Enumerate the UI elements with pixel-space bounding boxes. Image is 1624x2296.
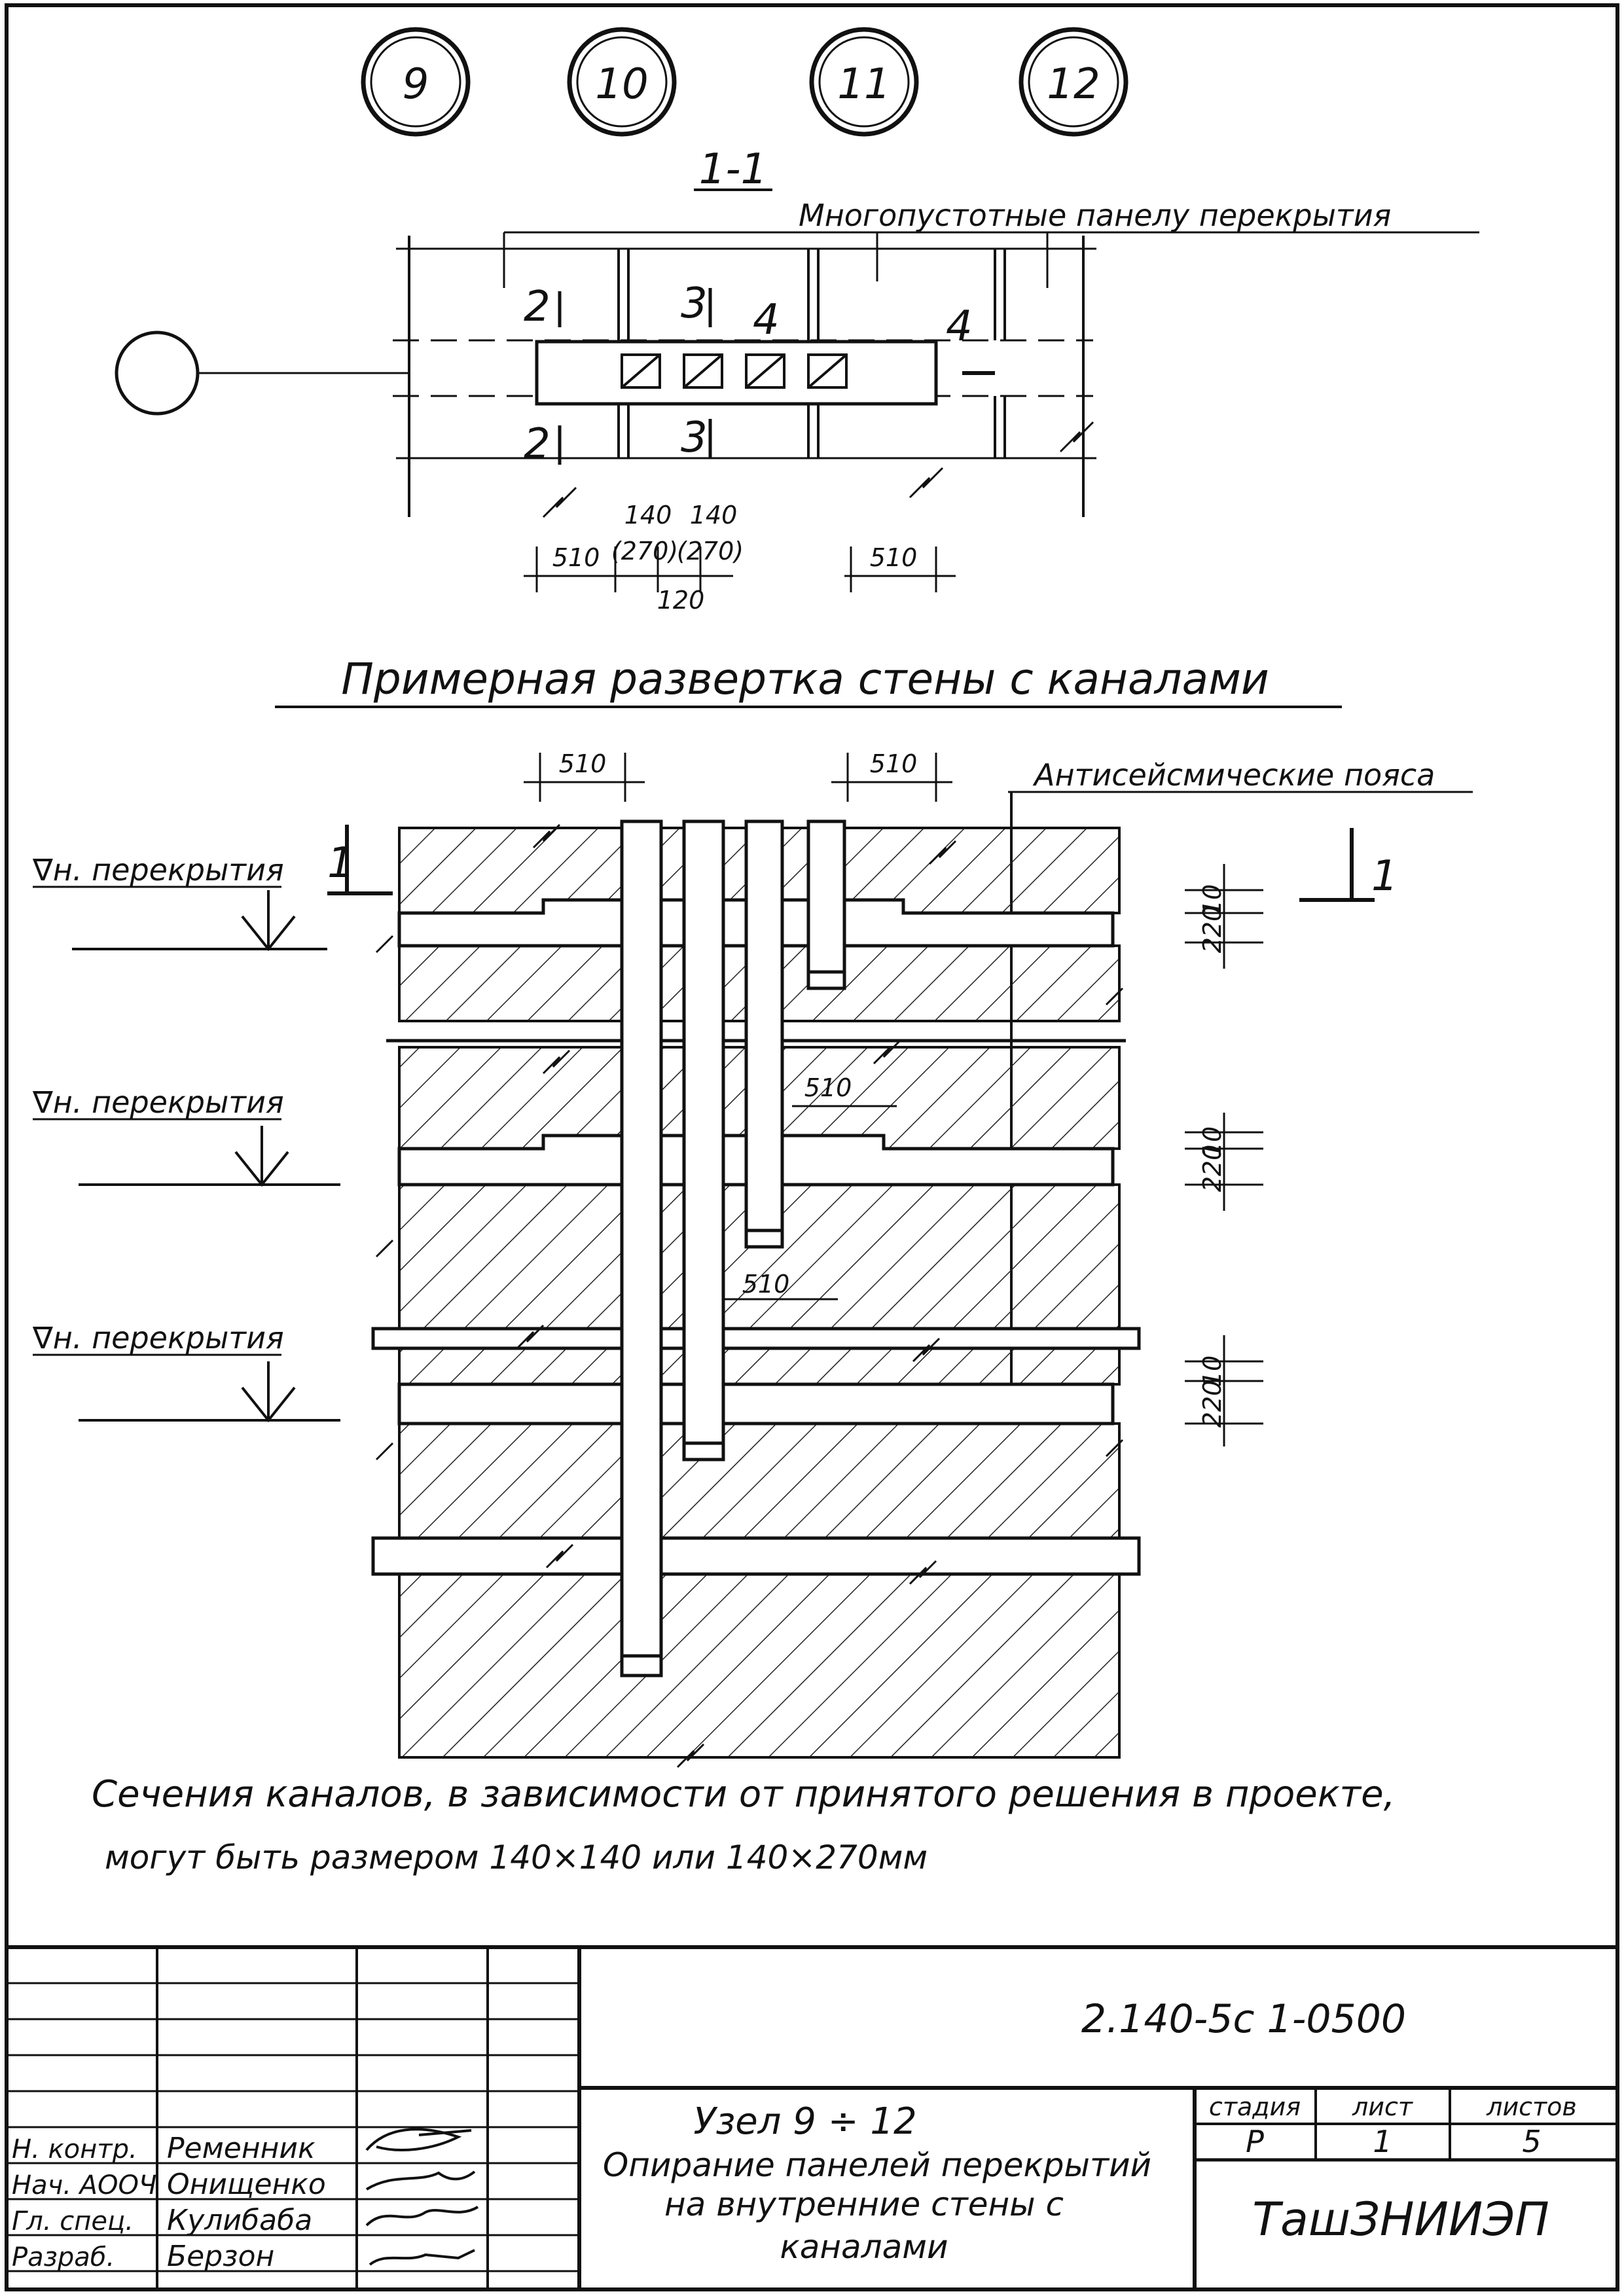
mark-3-bottom: 3 xyxy=(681,414,708,462)
node-marker-10: 10 xyxy=(595,60,648,109)
cut-mark-right: 1 xyxy=(1371,852,1398,901)
description-line-2: на внутренние стены с xyxy=(664,2185,1064,2223)
note-line-2: могут быть размером 140×140 или 140×270м… xyxy=(105,1839,928,1876)
belt-label: Антисейсмические пояса xyxy=(1032,757,1435,793)
wall-courses xyxy=(398,827,1121,1759)
name-2: Онищенко xyxy=(167,2168,326,2201)
dim-right-10-2: 10 xyxy=(1198,1126,1227,1158)
role-4: Разраб. xyxy=(12,2242,115,2272)
node-marker-12: 12 xyxy=(1047,60,1100,109)
dim-140-a: 140 xyxy=(624,501,672,529)
description-line-3: каналами xyxy=(780,2228,948,2266)
role-1: Н. контр. xyxy=(12,2134,137,2164)
dim-510-right: 510 xyxy=(870,543,918,572)
wall-elevation: Примерная развертка стены с каналами Ант… xyxy=(32,654,1473,1768)
dim-top-510-left: 510 xyxy=(559,749,607,778)
level-label-1: ∇н. перекрытия xyxy=(32,852,284,888)
section-1-1: 1-1 Многопустотные панелу перекрытия xyxy=(115,145,1479,615)
mark-3-top: 3 xyxy=(681,279,708,328)
level-label-3: ∇н. перекрытия xyxy=(32,1320,284,1355)
vertical-channels xyxy=(620,819,846,1677)
dim-right-220-2: 220 xyxy=(1198,1145,1227,1193)
title-block xyxy=(7,1945,1617,2289)
sheet-value: 1 xyxy=(1373,2124,1392,2159)
cut-mark-left: 1 xyxy=(327,839,354,888)
dim-mid-510-b: 510 xyxy=(742,1270,790,1299)
sheet-frame xyxy=(5,3,1619,2291)
node-title: Узел 9 ÷ 12 xyxy=(693,2100,916,2143)
role-2: Нач. АООЧ xyxy=(12,2170,156,2200)
signature-scribbles xyxy=(365,2128,479,2266)
right-dim-stacks xyxy=(1185,864,1263,1446)
dim-right-220-1: 220 xyxy=(1198,906,1227,954)
dim-mid-510-a: 510 xyxy=(804,1073,852,1102)
dim-270-a: (270) xyxy=(611,537,678,565)
role-3: Гл. спец. xyxy=(12,2206,134,2236)
dim-right-220-3: 220 xyxy=(1198,1380,1227,1428)
note: Сечения каналов, в зависимости от принят… xyxy=(92,1773,1395,1876)
section-title: 1-1 xyxy=(699,145,768,194)
stage-header: стадия xyxy=(1209,2092,1301,2121)
channel-block xyxy=(535,340,938,406)
description-line-1: Опирание панелей перекрытий xyxy=(603,2146,1151,2184)
sheets-value: 5 xyxy=(1522,2124,1541,2159)
dim-right-10-1: 10 xyxy=(1198,884,1227,916)
dim-140-b: 140 xyxy=(690,501,738,529)
note-line-1: Сечения каналов, в зависимости от принят… xyxy=(92,1773,1395,1816)
node-markers: 9 10 11 12 xyxy=(361,27,1128,137)
name-4: Берзон xyxy=(167,2240,274,2273)
level-markers xyxy=(72,890,340,1423)
node-marker-11: 11 xyxy=(837,60,890,109)
mark-4-a: 4 xyxy=(753,296,780,344)
elevation-title: Примерная развертка стены с каналами xyxy=(341,654,1269,704)
channel-cells xyxy=(621,353,848,389)
mark-2-top: 2 xyxy=(524,283,550,331)
doc-code: 2.140-5с 1-0500 xyxy=(1081,1996,1406,2042)
panel-label: Многопустотные панелу перекрытия xyxy=(799,198,1391,233)
elevation-dims xyxy=(524,753,952,1300)
signature-rows: Н. контр. Ременник Нач. АООЧ Онищенко Гл… xyxy=(12,2132,326,2273)
mark-2-bottom: 2 xyxy=(524,420,550,469)
dim-top-510-right: 510 xyxy=(870,749,918,778)
break-marks xyxy=(375,823,1124,1768)
dim-270-b: (270) xyxy=(677,537,744,565)
stage-value: Р xyxy=(1246,2124,1264,2159)
dim-510-left: 510 xyxy=(552,543,600,572)
organization: ТашЗНИИЭП xyxy=(1252,2193,1549,2246)
name-1: Ременник xyxy=(167,2132,316,2165)
dim-right-10-3: 10 xyxy=(1198,1355,1227,1387)
sheet-header: лист xyxy=(1352,2092,1414,2121)
dim-120: 120 xyxy=(657,586,705,615)
sheets-header: листов xyxy=(1486,2092,1577,2121)
reference-circle xyxy=(115,331,200,416)
name-3: Кулибаба xyxy=(167,2204,312,2237)
mark-4-b: 4 xyxy=(946,302,973,351)
node-marker-9: 9 xyxy=(403,60,429,109)
level-label-2: ∇н. перекрытия xyxy=(32,1085,284,1120)
